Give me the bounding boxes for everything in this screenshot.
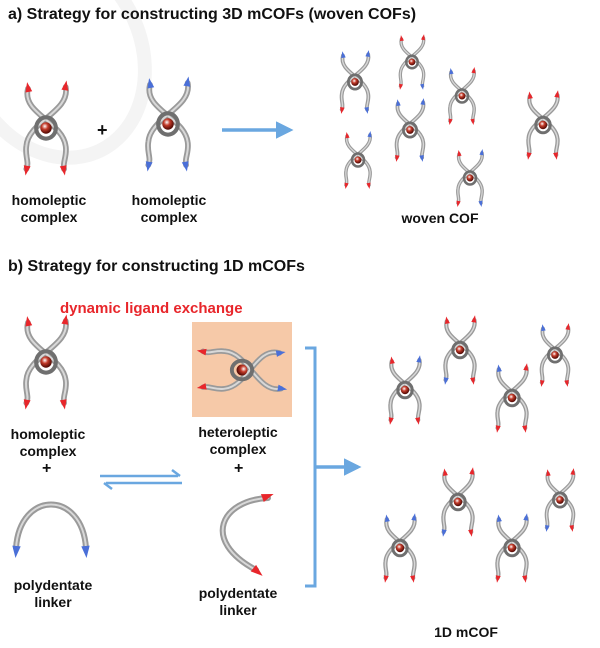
section-a-title: a) Strategy for constructing 3D mCOFs (w… [8, 6, 417, 23]
section-b-right-complex-label: heteroleptic complex [198, 424, 278, 457]
section-b-left-linker-label: polydentate linker [13, 577, 93, 610]
woven-node-4 [394, 98, 426, 162]
woven-node-6 [456, 149, 484, 207]
section-a-left-label: homoleptic complex [11, 192, 87, 225]
chain-2-node-1 [383, 513, 417, 583]
section-b-right-linker-label: polydentate linker [198, 585, 278, 618]
chain-1-node-2 [443, 315, 477, 385]
section-a-middle-label: homoleptic complex [131, 192, 207, 225]
homoleptic-complex-a [23, 80, 69, 176]
bracket [305, 346, 317, 588]
chain-2-node-4 [544, 468, 576, 532]
woven-node-3 [448, 67, 476, 125]
polydentate-linker-red [219, 493, 274, 576]
section-a-result-label: woven COF [401, 210, 479, 226]
heteroleptic-complex [196, 348, 288, 392]
woven-node-1 [339, 50, 371, 114]
equilibrium-arrows [100, 469, 182, 490]
woven-node-5 [344, 131, 372, 189]
homoleptic-complex-c [23, 314, 69, 410]
chain-1-node-4 [539, 323, 571, 387]
section-b-result-label: 1D mCOF [434, 624, 498, 640]
exchange-label: dynamic ligand exchange [60, 300, 243, 317]
chain-2-node-2 [441, 467, 475, 537]
section-b-left-complex-label: homoleptic complex [10, 426, 86, 459]
chain-1-node-1 [388, 355, 422, 425]
chain-2-node-3 [495, 513, 529, 583]
polydentate-linker-blue [12, 501, 90, 558]
chain-1-node-3 [495, 363, 529, 433]
woven-node-2 [398, 34, 426, 90]
section-b-title: b) Strategy for constructing 1D mCOFs [8, 258, 305, 275]
section-b-right-plus: + [234, 460, 244, 477]
homoleptic-complex-b [145, 76, 191, 172]
woven-node-7 [526, 90, 560, 160]
section-a-plus: + [97, 120, 108, 140]
section-b-left-plus: + [42, 460, 52, 477]
